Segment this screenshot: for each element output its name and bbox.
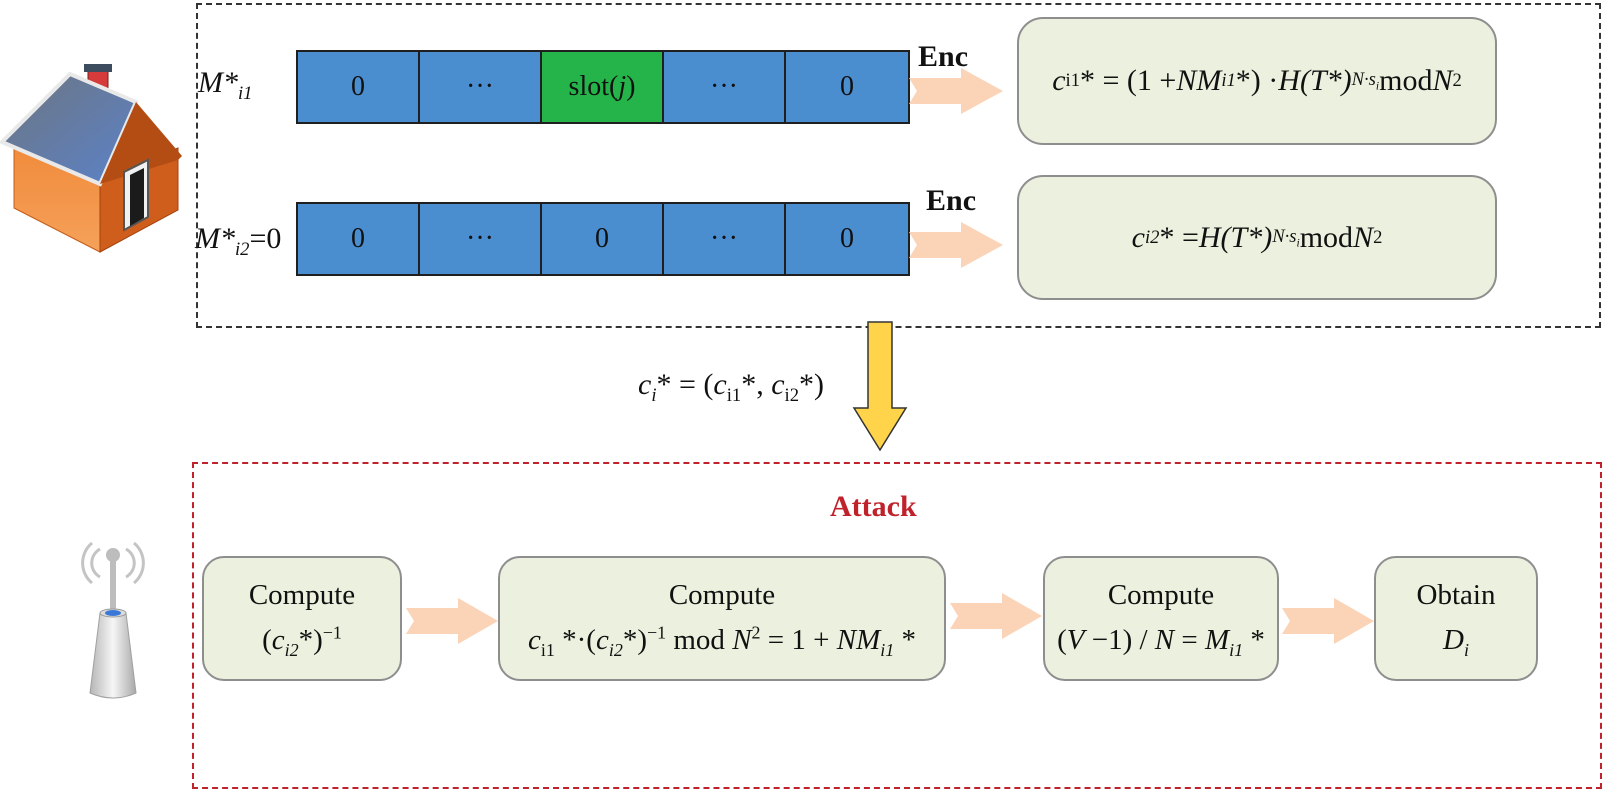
- step-compute-product: Compute ci1 *·(ci2*)−1 mod N2 = 1 + NMi1…: [498, 556, 946, 681]
- step-formula: (ci2*)−1: [262, 621, 342, 660]
- step-arrow-icon: [406, 598, 498, 644]
- slot-cell: ···: [420, 204, 542, 274]
- transmit-down-arrow-icon: [852, 321, 908, 452]
- step-title: Obtain: [1416, 578, 1496, 611]
- step-title: Compute: [668, 578, 776, 611]
- ciphertext-pair-formula: ci* = (ci1*, ci2*): [638, 368, 825, 406]
- house-icon: [0, 64, 182, 253]
- step-arrow-icon: [950, 593, 1042, 639]
- enc-label: Enc: [926, 184, 977, 217]
- step-formula: Di: [1443, 623, 1469, 660]
- row1-message-slots: 0 ··· slot(j) ··· 0: [296, 50, 910, 124]
- slot-cell: 0: [298, 204, 420, 274]
- slot-cell: 0: [786, 204, 908, 274]
- attack-panel: [192, 462, 1602, 789]
- router-antenna-icon: [81, 541, 145, 699]
- slot-cell: 0: [298, 52, 420, 122]
- slot-cell: ···: [664, 204, 786, 274]
- row1-label: M*i1: [198, 66, 253, 104]
- slot-cell: 0: [786, 52, 908, 122]
- step-arrow-icon: [1282, 598, 1374, 644]
- user-encryption-panel: [196, 3, 1601, 328]
- slot-cell: ···: [420, 52, 542, 122]
- enc-arrow-icon: [909, 222, 1003, 268]
- step-compute-inverse: Compute (ci2*)−1: [202, 556, 402, 681]
- enc-arrow-icon: [909, 68, 1003, 114]
- step-title: Compute: [248, 578, 356, 611]
- row2-label: M*i2=0: [195, 222, 282, 260]
- slot-cell: 0: [542, 204, 664, 274]
- step-obtain-data: Obtain Di: [1374, 556, 1538, 681]
- step-formula: (V −1) / N = Mi1 *: [1057, 623, 1265, 660]
- row2-message-slots: 0 ··· 0 ··· 0: [296, 202, 910, 276]
- slot-cell-target: slot(j): [542, 52, 664, 122]
- step-compute-message: Compute (V −1) / N = Mi1 *: [1043, 556, 1279, 681]
- enc-label: Enc: [918, 40, 969, 73]
- slot-cell: ···: [664, 52, 786, 122]
- attack-title: Attack: [830, 490, 917, 523]
- step-title: Compute: [1107, 578, 1215, 611]
- step-formula: ci1 *·(ci2*)−1 mod N2 = 1 + NMi1 *: [528, 621, 916, 660]
